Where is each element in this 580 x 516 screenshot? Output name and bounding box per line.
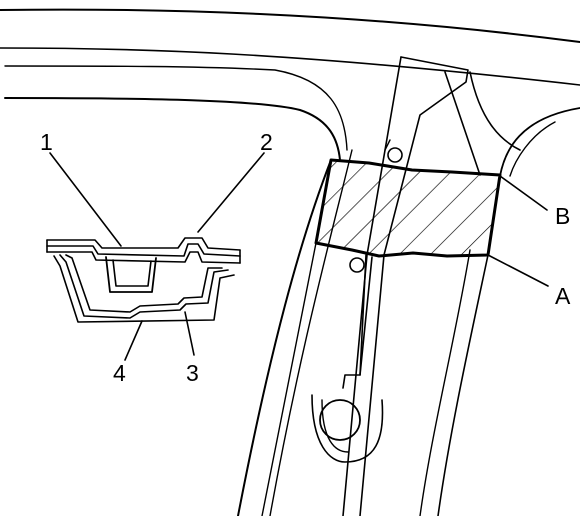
sectioning-zone [314,158,502,258]
callout-a: A [555,283,571,309]
lower-slot [311,254,384,463]
cross-section-inset [46,237,241,323]
callout-b: B [555,203,570,229]
callout-1: 1 [40,129,53,155]
callout-4: 4 [113,360,126,386]
leader-lines-inset [49,152,265,361]
callout-2: 2 [260,129,273,155]
callout-3: 3 [186,360,199,386]
leader-lines-right [487,175,549,287]
inner-panel-strip [342,56,521,516]
roof-edge-lines [0,8,580,161]
pillar-right-edges [419,71,580,516]
